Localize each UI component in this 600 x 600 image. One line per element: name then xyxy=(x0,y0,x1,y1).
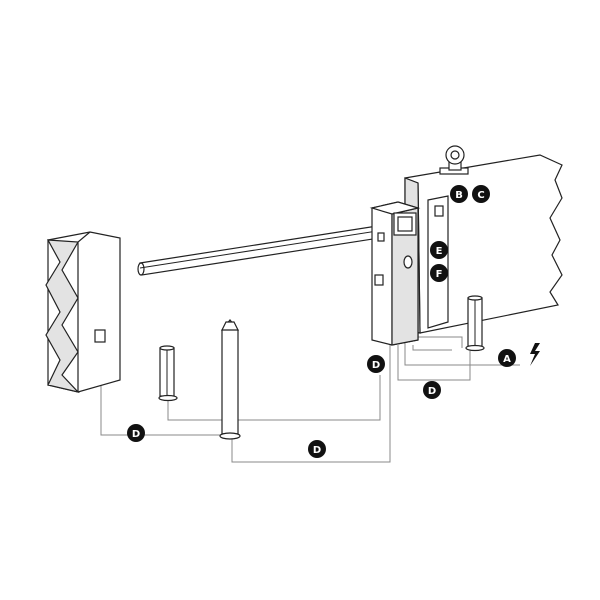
badge-d-cabinet: D xyxy=(367,355,385,373)
barrier-arm xyxy=(137,223,393,276)
short-post-right xyxy=(465,295,485,352)
svg-text:C: C xyxy=(477,190,484,201)
zigzag-face xyxy=(45,239,80,394)
tall-post xyxy=(219,319,241,440)
svg-text:E: E xyxy=(436,246,443,257)
cabinet-indicator xyxy=(377,232,385,242)
svg-text:D: D xyxy=(428,386,436,397)
wire-power xyxy=(404,345,520,366)
wire-cabinet-2 xyxy=(412,345,452,351)
svg-text:D: D xyxy=(313,445,321,456)
badge-b: B xyxy=(450,185,468,203)
badge-d-right: D xyxy=(423,381,441,399)
left-photocell xyxy=(94,329,106,343)
flashing-lamp-icon xyxy=(445,145,465,171)
badge-e: E xyxy=(430,241,448,259)
badge-d-left: D xyxy=(127,424,145,442)
badge-a: A xyxy=(498,349,516,367)
short-post-left xyxy=(158,345,178,402)
wire-bottom-bus xyxy=(231,345,391,463)
svg-text:F: F xyxy=(436,269,443,280)
badge-f: F xyxy=(430,264,448,282)
cabinet-photocell xyxy=(374,274,384,286)
key-lock xyxy=(403,255,413,269)
svg-text:D: D xyxy=(132,429,140,440)
control-panel xyxy=(427,195,449,329)
badge-d-bottom: D xyxy=(308,440,326,458)
lightning-icon xyxy=(530,343,540,366)
svg-text:D: D xyxy=(372,360,380,371)
barrier-cabinet xyxy=(369,201,421,346)
panel-photocell xyxy=(434,205,444,217)
wire-to-barrier-left xyxy=(228,375,381,421)
badge-c: C xyxy=(472,185,490,203)
svg-text:A: A xyxy=(503,354,511,365)
svg-text:B: B xyxy=(455,190,463,201)
wire-left-post xyxy=(167,398,228,421)
left-column xyxy=(45,231,121,394)
